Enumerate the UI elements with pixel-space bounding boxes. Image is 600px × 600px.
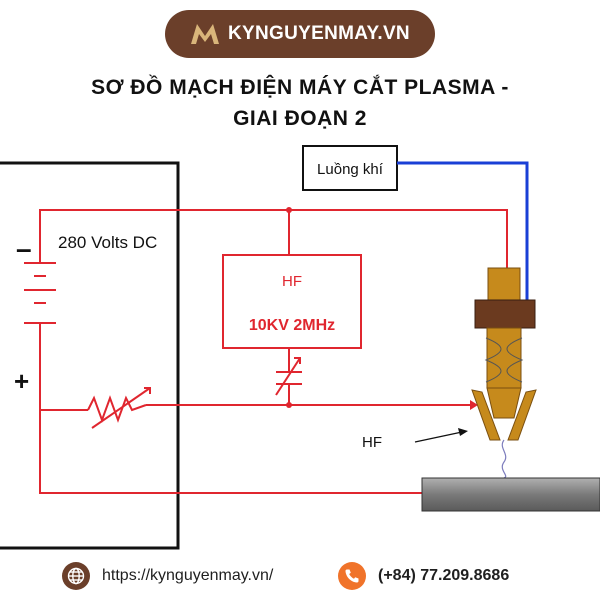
hf-box-label: HF: [282, 273, 302, 290]
page-title-line1: SƠ ĐỒ MẠCH ĐIỆN MÁY CẮT PLASMA -: [91, 76, 509, 99]
workpiece: [421, 477, 600, 512]
junction-node: [286, 402, 292, 408]
voltage-label: 280 Volts DC: [58, 233, 157, 252]
variable-resistor: [87, 387, 151, 429]
circuit-wiring: [39, 209, 508, 494]
logo-mark-icon: [191, 24, 220, 44]
phone-number[interactable]: (+84) 77.209.8686: [378, 567, 510, 584]
hf-box-spec: 10KV 2MHz: [249, 317, 335, 334]
globe-icon: [62, 562, 90, 590]
power-supply-frame: [0, 161, 180, 550]
footer-phone[interactable]: (+84) 77.209.8686: [338, 562, 509, 590]
website-link[interactable]: https://kynguyenmay.vn/: [102, 567, 274, 584]
battery-symbol: [24, 262, 56, 324]
arrow-to-torch: [470, 400, 478, 410]
logo-text: KYNGUYENMAY.VN: [228, 23, 410, 44]
variable-capacitor: [275, 357, 302, 396]
hf-pointer-arrow: [414, 428, 468, 443]
gas-line: [397, 161, 529, 300]
footer-website[interactable]: https://kynguyenmay.vn/: [62, 562, 273, 590]
minus-sign: –: [16, 233, 32, 264]
plus-sign: +: [14, 366, 29, 396]
junction-node: [286, 207, 292, 213]
page-title-line2: GIAI ĐOẠN 2: [233, 107, 367, 130]
gas-flow-box: [302, 145, 398, 191]
brand-logo: KYNGUYENMAY.VN: [165, 10, 435, 58]
gas-flow-label: Luồng khí: [317, 161, 384, 178]
phone-icon: [338, 562, 366, 590]
hf-generator-box: [222, 254, 362, 349]
hf-arrow-label: HF: [362, 434, 382, 451]
plasma-torch: [471, 267, 537, 479]
